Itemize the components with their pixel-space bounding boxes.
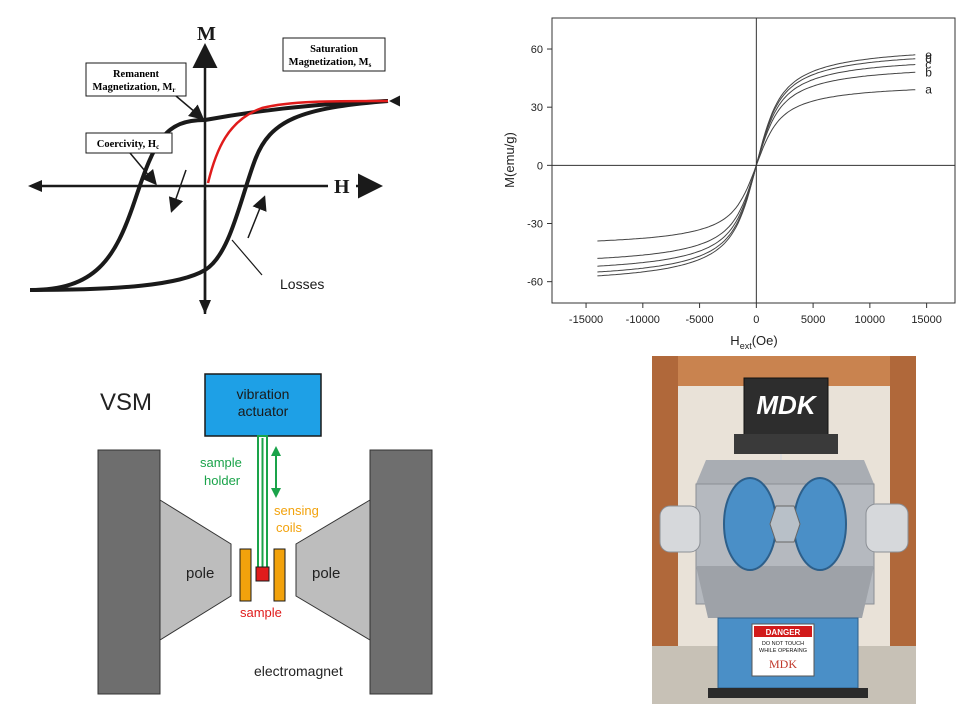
remanent-label-line2: Magnetization, Mr — [92, 82, 175, 94]
y-tick-label: 60 — [531, 44, 543, 56]
pole-left-label: pole — [186, 565, 214, 582]
magnet-coil-left — [723, 477, 777, 571]
x-tick-label: 5000 — [801, 314, 825, 326]
actuator-base — [734, 434, 838, 454]
vsm-diagram: VSM pole pole vibration actuator sample … — [84, 364, 456, 704]
y-tick-label: 0 — [537, 160, 543, 172]
y-tick-label: -60 — [527, 277, 543, 289]
mh-chart-panel: -15000 -10000 -5000 0 5000 10000 15000 -60 -30 0 3… — [492, 0, 964, 352]
y-tick-label: -30 — [527, 219, 543, 231]
hysteresis-diagram: M H Saturation Magnetization, Ms Remanen… — [28, 23, 412, 314]
curve-label-b: b — [925, 65, 932, 79]
mh-chart: -15000 -10000 -5000 0 5000 10000 15000 -60 -30 0 3… — [502, 17, 956, 351]
coercivity-box — [85, 132, 173, 154]
machine-top — [696, 460, 874, 484]
magnet-coil-right — [793, 477, 847, 571]
x-tick-label: -15000 — [569, 314, 603, 326]
sign-brand: MDK — [769, 657, 797, 671]
losses-label: Losses — [280, 276, 324, 292]
loop-lower-branch — [29, 99, 389, 292]
pole-piece — [769, 505, 801, 543]
curve-label-c: c — [925, 58, 931, 72]
warning-line2: WHILE OPERAING — [759, 648, 807, 654]
hysteresis-panel: M H Saturation Magnetization, Ms Remanen… — [0, 0, 412, 330]
curve-label-e: e — [925, 48, 932, 62]
vibration-actuator — [204, 373, 322, 437]
remanent-pointer — [175, 95, 205, 120]
magnet-core-left — [97, 449, 161, 695]
danger-header — [754, 626, 812, 637]
saturation-box — [282, 37, 386, 72]
coils-label-line2: coils — [276, 520, 303, 535]
instrument-illustration: MDK DANGER DO NOT TOUCH WHILE OPERAING M… — [652, 356, 916, 704]
pole-right-label: pole — [312, 565, 340, 582]
brand-label: MDK — [756, 390, 817, 420]
y-axis-label: M(emu/g) — [502, 132, 517, 188]
saturation-label-line1: Saturation — [310, 44, 358, 55]
h-axis-label: H — [334, 176, 350, 198]
m-axis-label: M — [197, 23, 216, 45]
remanent-label-line1: Remanent — [113, 69, 160, 80]
vibration-arrow-up — [271, 446, 281, 456]
sensing-coil-right — [273, 548, 286, 602]
y-tick-label: 30 — [531, 102, 543, 114]
side-cylinder-left — [659, 505, 701, 553]
instrument-photo: MDK DANGER DO NOT TOUCH WHILE OPERAING M… — [652, 356, 916, 704]
descending-arrow — [168, 169, 187, 213]
sample-label: sample — [240, 605, 282, 620]
x-axis-label: Hext(Oe) — [730, 333, 777, 351]
magnet-core-right — [369, 449, 433, 695]
curve-label-a: a — [925, 83, 932, 97]
remanent-box — [85, 62, 187, 97]
initial-magnetization-curve — [206, 99, 389, 184]
danger-label: DANGER — [766, 628, 801, 637]
machine-lower-slope — [696, 566, 874, 618]
sensing-coil-left — [239, 548, 252, 602]
electromagnet-label: electromagnet — [254, 663, 343, 679]
actuator-housing — [743, 377, 829, 437]
holder-label-line1: sample — [200, 455, 242, 470]
holder-label-line2: holder — [204, 473, 241, 488]
x-tick-label: 0 — [753, 314, 759, 326]
ascending-arrow — [247, 195, 267, 239]
curve-label-d: d — [925, 52, 932, 66]
vsm-panel: VSM pole pole vibration actuator sample … — [84, 364, 456, 704]
h-axis-left-arrow — [28, 180, 42, 192]
x-tick-label: 15000 — [911, 314, 942, 326]
losses-pointer — [231, 239, 263, 276]
pole-left — [159, 499, 232, 641]
coercivity-label: Coercivity, Hc — [97, 139, 159, 151]
plot-frame — [551, 17, 956, 304]
vibration-arrow-down — [271, 488, 281, 498]
warning-line1: DO NOT TOUCH — [762, 641, 804, 647]
coercivity-pointer — [129, 152, 157, 186]
m-axis-down-arrow — [199, 300, 211, 314]
x-tick-label: -5000 — [686, 314, 714, 326]
sample — [255, 566, 270, 582]
vsm-title: VSM — [100, 389, 152, 416]
x-tick-label: 10000 — [855, 314, 886, 326]
base-rail — [708, 688, 868, 698]
side-cylinder-right — [865, 503, 909, 553]
actuator-label-line1: vibration — [237, 386, 290, 402]
actuator-label-line2: actuator — [238, 403, 289, 419]
coils-label-line1: sensing — [274, 503, 319, 518]
pole-right — [295, 499, 371, 641]
saturation-label-line2: Magnetization, Ms — [289, 57, 372, 69]
x-tick-label: -10000 — [626, 314, 660, 326]
